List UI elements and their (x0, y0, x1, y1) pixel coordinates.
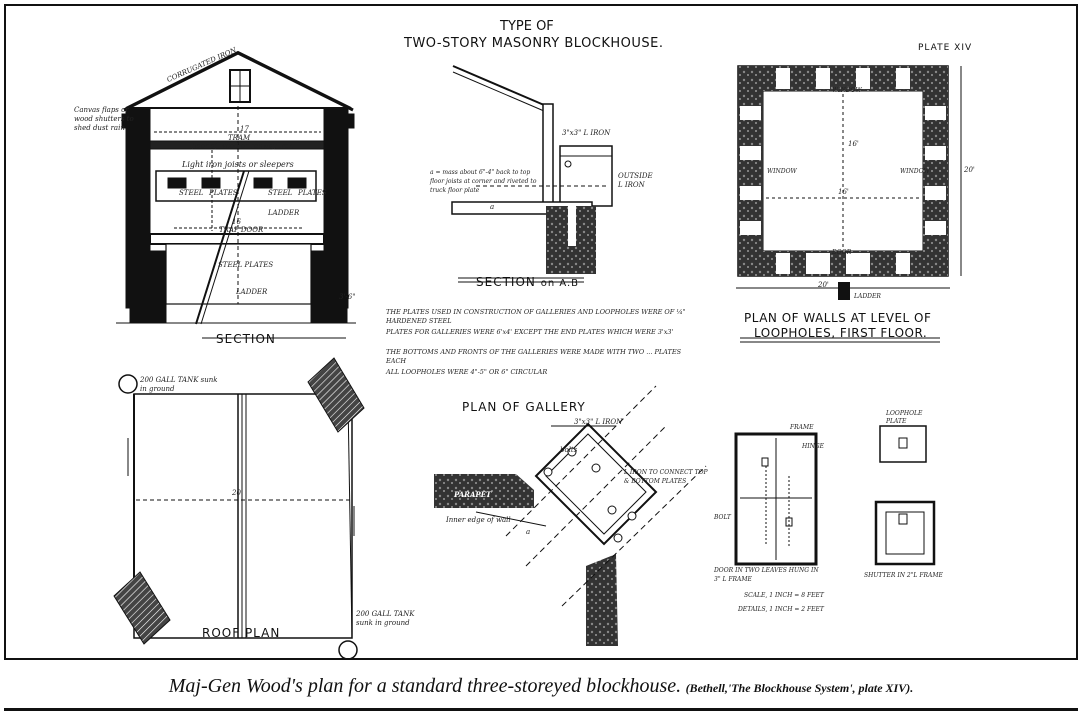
plate-frame: TYPE OF TWO-STORY MASONRY BLOCKHOUSE. PL… (4, 4, 1078, 660)
label-tank-bottom: 200 GALL TANK sunk in ground (356, 610, 415, 627)
roof-edge-left (123, 51, 239, 112)
left-wall-lower (129, 250, 167, 324)
label-parapet: PARAPET (454, 490, 492, 499)
ladder (195, 170, 245, 325)
details-view (734, 425, 936, 566)
label-outside-ab: OUTSIDE L IRON (618, 172, 653, 189)
tank-top (118, 374, 138, 394)
gallery-ab (559, 145, 613, 207)
label-dim-3-6: 3'-6" (339, 293, 356, 301)
heading-section-ab: SECTION on A.B (476, 275, 579, 289)
roof-edge-right (237, 51, 354, 112)
gallery-outline (534, 422, 658, 546)
roof-plan-view (113, 357, 365, 658)
note-3: THE BOTTOMS AND FRONTS OF THE GALLERIES … (386, 348, 682, 365)
heading-wall-plan-2: LOOPHOLES, FIRST FLOOR. (754, 326, 928, 340)
label-loophole-plate: LOOPHOLE PLATE (886, 410, 923, 425)
label-bolts: bolts (560, 446, 578, 454)
label-scale: SCALE, 1 INCH = 8 FEET (744, 592, 824, 599)
label-a-gallery: a (526, 528, 531, 536)
heading-section-ab-main: SECTION (476, 275, 536, 289)
label-dim-20-v: 20' (964, 166, 975, 174)
label-steel-plates-2: PLATES (209, 189, 238, 197)
label-dim-17: 17 (240, 125, 249, 133)
label-iron-connect: L IRON TO CONNECT TOP & BOTTOM PLATES (624, 469, 708, 485)
heading-section-ab-suffix: on A.B (540, 278, 580, 289)
plate-title-line1: TYPE OF (500, 19, 554, 34)
plate-title-line2: TWO-STORY MASONRY BLOCKHOUSE. (404, 36, 664, 51)
label-dim-16-v: 16' (848, 140, 859, 148)
heading-section: SECTION (216, 332, 276, 346)
post-ab (542, 103, 554, 205)
roof-line-ab (452, 65, 552, 109)
wall-block (586, 554, 618, 646)
upper-floor (149, 140, 325, 150)
heading-roof-plan: ROOF PLAN (202, 626, 281, 640)
parapet-block (434, 474, 534, 508)
heading-wall-plan-1: PLAN OF WALLS AT LEVEL OF (744, 311, 932, 325)
label-hinge: HINGE (802, 443, 825, 450)
label-angle-iron-ab: 3"x3" L IRON (562, 129, 611, 137)
plate-number: PLATE XIV (918, 43, 973, 53)
label-light-iron: Light iron joists or sleepers (182, 160, 294, 169)
label-steel-plates-lower: STEEL PLATES (218, 261, 274, 269)
label-shutter: SHUTTER IN 2"L FRAME (864, 572, 943, 579)
label-ladder-lower: LADDER (236, 288, 268, 296)
bottom-rule (4, 708, 1078, 711)
label-angle-iron-gallery: 3"x3" L IRON (574, 418, 623, 426)
label-door-detail: DOOR IN TWO LEAVES HUNG IN 3" L FRAME (714, 567, 819, 583)
label-dim-16: 16 (232, 218, 241, 226)
label-dim-20-h: 20' (818, 281, 829, 289)
wall-plan-view (736, 65, 962, 343)
label-details-scale: DETAILS, 1 INCH = 2 FEET (738, 606, 824, 613)
note-1: THE PLATES USED IN CONSTRUCTION OF GALLE… (386, 308, 686, 325)
label-steel-plates-3: STEEL (268, 189, 293, 197)
right-wall-lower (310, 250, 348, 324)
label-window-top: WINDOW (832, 87, 862, 94)
label-window-right: WINDOW (900, 168, 930, 175)
label-dim-20-roof: 20 (232, 489, 241, 497)
wall-plan-interior (762, 90, 924, 252)
tank-bottom (338, 640, 358, 658)
note-2: PLATES FOR GALLERIES WERE 6'x4' EXCEPT T… (386, 328, 674, 336)
label-a-ab: a (490, 203, 495, 211)
label-canvas: Canvas flaps or wood shutters to shed du… (74, 106, 134, 132)
caption-main: Maj-Gen Wood's plan for a standard three… (168, 675, 682, 697)
label-door-plan: DOOR (832, 249, 852, 256)
gallery-plan-view (434, 385, 707, 646)
label-steel-plates-1: STEEL (179, 189, 204, 197)
middle-floor (149, 233, 325, 245)
roof-corner-top-right (307, 357, 365, 433)
roof-corner-bottom-left (113, 571, 171, 645)
ladder-mark (838, 282, 850, 300)
label-tram: TRAM (228, 134, 251, 142)
label-ladder-plan: LADDER (854, 293, 881, 300)
label-bolt: BOLT (714, 514, 731, 521)
label-tank-top: 200 GALL TANK sunk in ground (140, 376, 218, 393)
label-trap-door: TRAP DOOR (219, 226, 264, 234)
label-steel-plates-4: PLATES (298, 189, 327, 197)
label-note-ab: a = mass about 6"-4" back to top floor j… (430, 169, 537, 194)
roof-outline (133, 393, 353, 639)
label-window-left: WINDOW (767, 168, 797, 175)
label-ladder-upper: LADDER (268, 209, 300, 217)
section-view (116, 50, 356, 339)
plate-drawing (113, 50, 962, 658)
label-inner-edge: Inner edge of wall (446, 516, 511, 524)
note-4: ALL LOOPHOLES WERE 4"-5" OR 6" CIRCULAR (386, 368, 548, 376)
section-ab-view (451, 65, 613, 283)
heading-gallery-plan: PLAN OF GALLERY (462, 400, 586, 414)
figure-caption: Maj-Gen Wood's plan for a standard three… (0, 664, 1082, 708)
caption-source: (Bethell,'The Blockhouse System', plate … (685, 681, 914, 695)
label-floor: floor of wood or railway iron (192, 142, 294, 150)
label-dim-16-h: 16' (838, 188, 849, 196)
label-frame: FRAME (790, 424, 814, 431)
